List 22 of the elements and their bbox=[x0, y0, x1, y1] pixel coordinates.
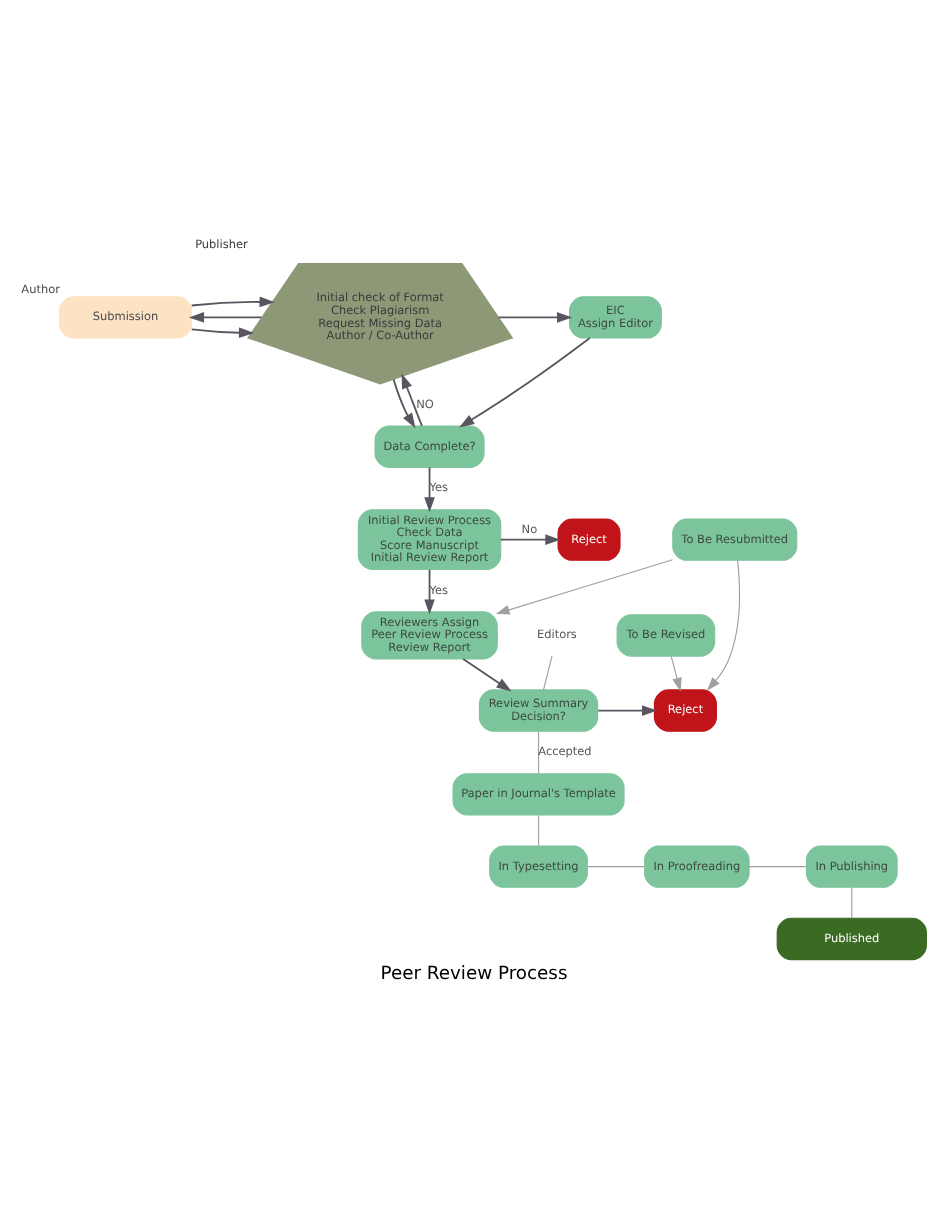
arrow bbox=[597, 705, 658, 716]
connector bbox=[542, 655, 553, 691]
arrow bbox=[190, 296, 275, 308]
arrow bbox=[424, 568, 435, 615]
arrow bbox=[401, 373, 423, 427]
arrow bbox=[495, 559, 674, 615]
arrow bbox=[424, 466, 435, 513]
connector bbox=[537, 730, 540, 775]
arrow bbox=[190, 327, 255, 339]
arrow bbox=[462, 658, 512, 692]
arrow bbox=[188, 312, 263, 323]
arrow bbox=[392, 378, 416, 429]
arrow bbox=[459, 337, 591, 428]
diagram-title: Peer Review Process bbox=[380, 962, 568, 985]
connector bbox=[748, 866, 807, 868]
arrow bbox=[497, 312, 573, 323]
arrow bbox=[670, 655, 682, 692]
connector bbox=[851, 887, 853, 919]
connector bbox=[586, 866, 645, 868]
connector bbox=[537, 814, 540, 847]
arrow bbox=[706, 559, 741, 691]
arrow bbox=[499, 534, 561, 545]
